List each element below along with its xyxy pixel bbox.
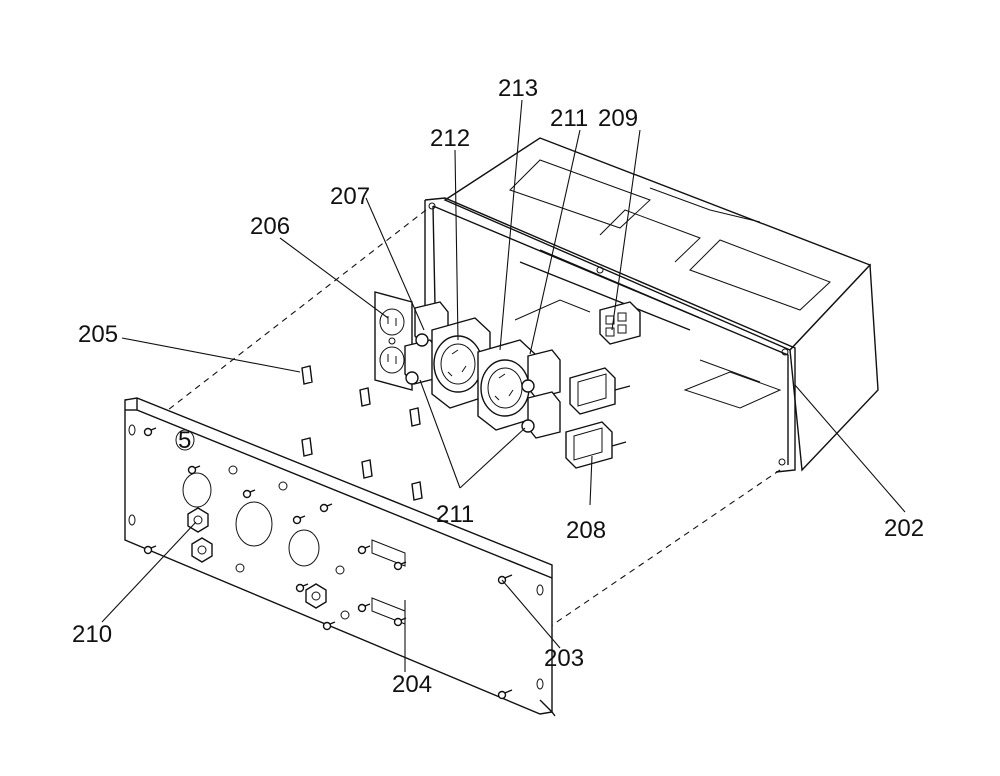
connector-block	[599, 301, 641, 345]
callout-211-bottom: 211	[436, 501, 474, 528]
clip-fasteners	[301, 365, 423, 501]
callout-210: 210	[72, 621, 112, 648]
callout-212: 212	[430, 125, 470, 152]
callout-5: 5	[178, 427, 191, 454]
callout-206: 206	[250, 213, 290, 240]
panel-screws	[143, 427, 513, 700]
callout-202: 202	[884, 515, 924, 542]
panel-nuts	[187, 507, 327, 609]
frame-rails	[424, 197, 796, 473]
callout-209: 209	[598, 105, 638, 132]
callout-205: 205	[78, 321, 118, 348]
twist-lock-receptacle-213	[477, 339, 536, 431]
duplex-receptacle	[374, 291, 413, 391]
callout-208: 208	[566, 517, 606, 544]
callout-207: 207	[330, 183, 370, 210]
breakers-right	[521, 349, 561, 439]
front-panel-plate	[124, 397, 556, 717]
rocker-switches	[565, 367, 631, 469]
callout-211-top: 211	[550, 105, 588, 132]
callout-labels: 205 5 206 207 212 213 211 209 211 208 20…	[72, 75, 924, 698]
housing-box	[443, 137, 879, 472]
callout-204: 204	[392, 671, 432, 698]
callout-213: 213	[498, 75, 538, 102]
assembly-guide-lines	[154, 209, 781, 629]
callout-203: 203	[544, 645, 584, 672]
twist-lock-receptacle-212	[431, 317, 491, 409]
leader-lines	[101, 99, 906, 672]
